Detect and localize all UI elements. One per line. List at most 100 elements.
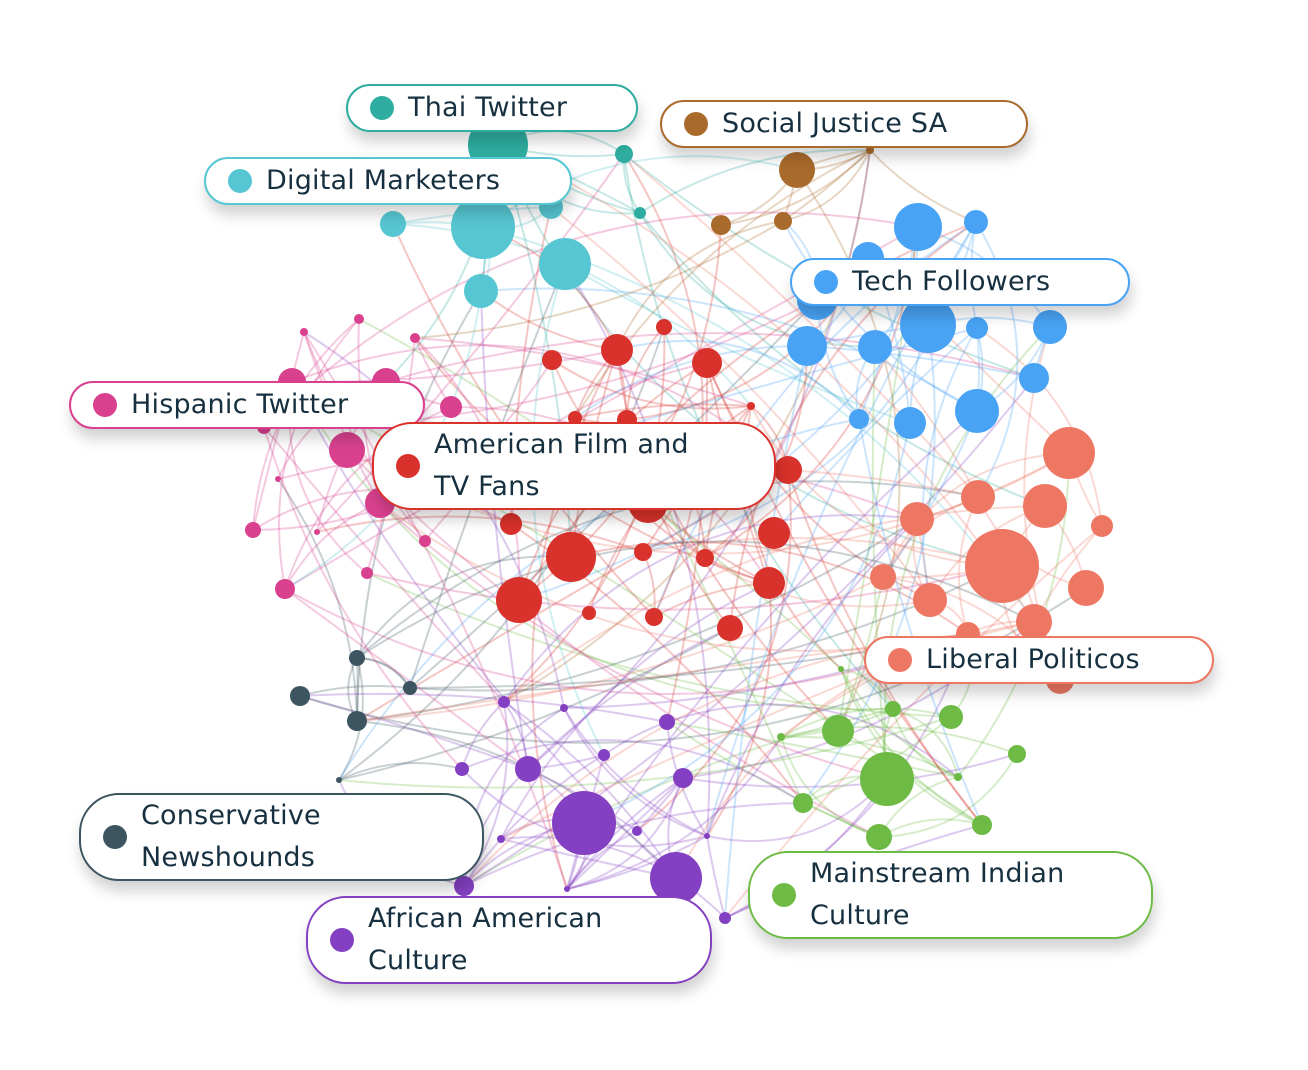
graph-node[interactable]: [245, 522, 261, 538]
graph-node[interactable]: [329, 432, 365, 468]
graph-node[interactable]: [954, 773, 962, 781]
graph-node[interactable]: [1091, 515, 1113, 537]
graph-node[interactable]: [496, 577, 542, 623]
cluster-pill-digital-marketers[interactable]: Digital Marketers: [204, 157, 572, 205]
graph-node[interactable]: [410, 333, 420, 343]
graph-node[interactable]: [546, 532, 596, 582]
graph-node[interactable]: [498, 696, 510, 708]
graph-node[interactable]: [275, 476, 281, 482]
graph-node[interactable]: [753, 567, 785, 599]
cluster-pill-tech-followers[interactable]: Tech Followers: [790, 258, 1130, 306]
graph-node[interactable]: [275, 579, 295, 599]
graph-node[interactable]: [972, 815, 992, 835]
graph-node[interactable]: [758, 517, 790, 549]
graph-node[interactable]: [542, 350, 562, 370]
graph-node[interactable]: [939, 705, 963, 729]
graph-node[interactable]: [440, 396, 462, 418]
graph-node[interactable]: [1043, 427, 1095, 479]
graph-node[interactable]: [568, 411, 582, 425]
graph-node[interactable]: [885, 701, 901, 717]
graph-node[interactable]: [336, 777, 342, 783]
graph-node[interactable]: [601, 334, 633, 366]
graph-node[interactable]: [860, 752, 914, 806]
graph-node[interactable]: [347, 711, 367, 731]
graph-node[interactable]: [793, 793, 813, 813]
cluster-pill-american-film-tv-fans[interactable]: American Film and TV Fans: [372, 422, 776, 510]
graph-node[interactable]: [692, 348, 722, 378]
graph-node[interactable]: [900, 297, 956, 353]
graph-node[interactable]: [560, 704, 568, 712]
cluster-pill-social-justice-sa[interactable]: Social Justice SA: [660, 100, 1028, 148]
graph-node[interactable]: [314, 529, 320, 535]
graph-node[interactable]: [1033, 310, 1067, 344]
graph-node[interactable]: [858, 330, 892, 364]
graph-node[interactable]: [849, 409, 869, 429]
graph-node[interactable]: [961, 480, 995, 514]
graph-node[interactable]: [598, 749, 610, 761]
graph-node[interactable]: [361, 567, 373, 579]
graph-node[interactable]: [822, 715, 854, 747]
graph-node[interactable]: [894, 407, 926, 439]
graph-node[interactable]: [659, 714, 675, 730]
graph-node[interactable]: [451, 195, 515, 259]
graph-node[interactable]: [380, 211, 406, 237]
graph-node[interactable]: [500, 513, 522, 535]
graph-node[interactable]: [779, 152, 815, 188]
graph-node[interactable]: [774, 212, 792, 230]
graph-node[interactable]: [964, 210, 988, 234]
cluster-pill-liberal-politicos[interactable]: Liberal Politicos: [864, 636, 1214, 684]
graph-node[interactable]: [1023, 484, 1067, 528]
graph-node[interactable]: [955, 389, 999, 433]
graph-node[interactable]: [774, 456, 802, 484]
graph-node[interactable]: [290, 686, 310, 706]
graph-node[interactable]: [615, 145, 633, 163]
graph-node[interactable]: [966, 317, 988, 339]
cluster-pill-hispanic-twitter[interactable]: Hispanic Twitter: [69, 381, 425, 429]
graph-node[interactable]: [650, 852, 702, 904]
graph-node[interactable]: [704, 833, 710, 839]
graph-node[interactable]: [454, 876, 474, 896]
graph-node[interactable]: [300, 328, 308, 336]
graph-node[interactable]: [894, 203, 942, 251]
graph-node[interactable]: [696, 549, 714, 567]
graph-node[interactable]: [673, 768, 693, 788]
graph-node[interactable]: [419, 535, 431, 547]
graph-node[interactable]: [1016, 604, 1052, 640]
graph-node[interactable]: [777, 733, 785, 741]
graph-node[interactable]: [539, 238, 591, 290]
graph-node[interactable]: [866, 146, 874, 154]
graph-node[interactable]: [866, 824, 892, 850]
graph-node[interactable]: [1068, 570, 1104, 606]
graph-node[interactable]: [656, 319, 672, 335]
graph-node[interactable]: [582, 606, 596, 620]
graph-node[interactable]: [870, 564, 896, 590]
graph-node[interactable]: [900, 502, 934, 536]
graph-node[interactable]: [552, 791, 616, 855]
graph-node[interactable]: [349, 650, 365, 666]
graph-node[interactable]: [354, 314, 364, 324]
graph-node[interactable]: [1019, 363, 1049, 393]
graph-node[interactable]: [634, 543, 652, 561]
graph-node[interactable]: [719, 912, 731, 924]
graph-node[interactable]: [1008, 745, 1026, 763]
graph-node[interactable]: [515, 756, 541, 782]
graph-node[interactable]: [645, 608, 663, 626]
graph-node[interactable]: [838, 666, 844, 672]
graph-node[interactable]: [632, 826, 642, 836]
graph-node[interactable]: [747, 402, 755, 410]
graph-node[interactable]: [634, 207, 646, 219]
cluster-pill-mainstream-indian-culture[interactable]: Mainstream Indian Culture: [748, 851, 1153, 939]
graph-node[interactable]: [464, 274, 498, 308]
graph-node[interactable]: [403, 681, 417, 695]
graph-node[interactable]: [497, 835, 505, 843]
graph-node[interactable]: [787, 326, 827, 366]
cluster-pill-conservative-newshounds[interactable]: Conservative Newshounds: [79, 793, 484, 881]
graph-node[interactable]: [717, 615, 743, 641]
graph-node[interactable]: [564, 886, 570, 892]
graph-node[interactable]: [711, 215, 731, 235]
graph-node[interactable]: [913, 583, 947, 617]
graph-node[interactable]: [455, 762, 469, 776]
cluster-pill-thai-twitter[interactable]: Thai Twitter: [346, 84, 638, 132]
cluster-pill-african-american-culture[interactable]: African American Culture: [306, 896, 712, 984]
graph-node[interactable]: [965, 529, 1039, 603]
